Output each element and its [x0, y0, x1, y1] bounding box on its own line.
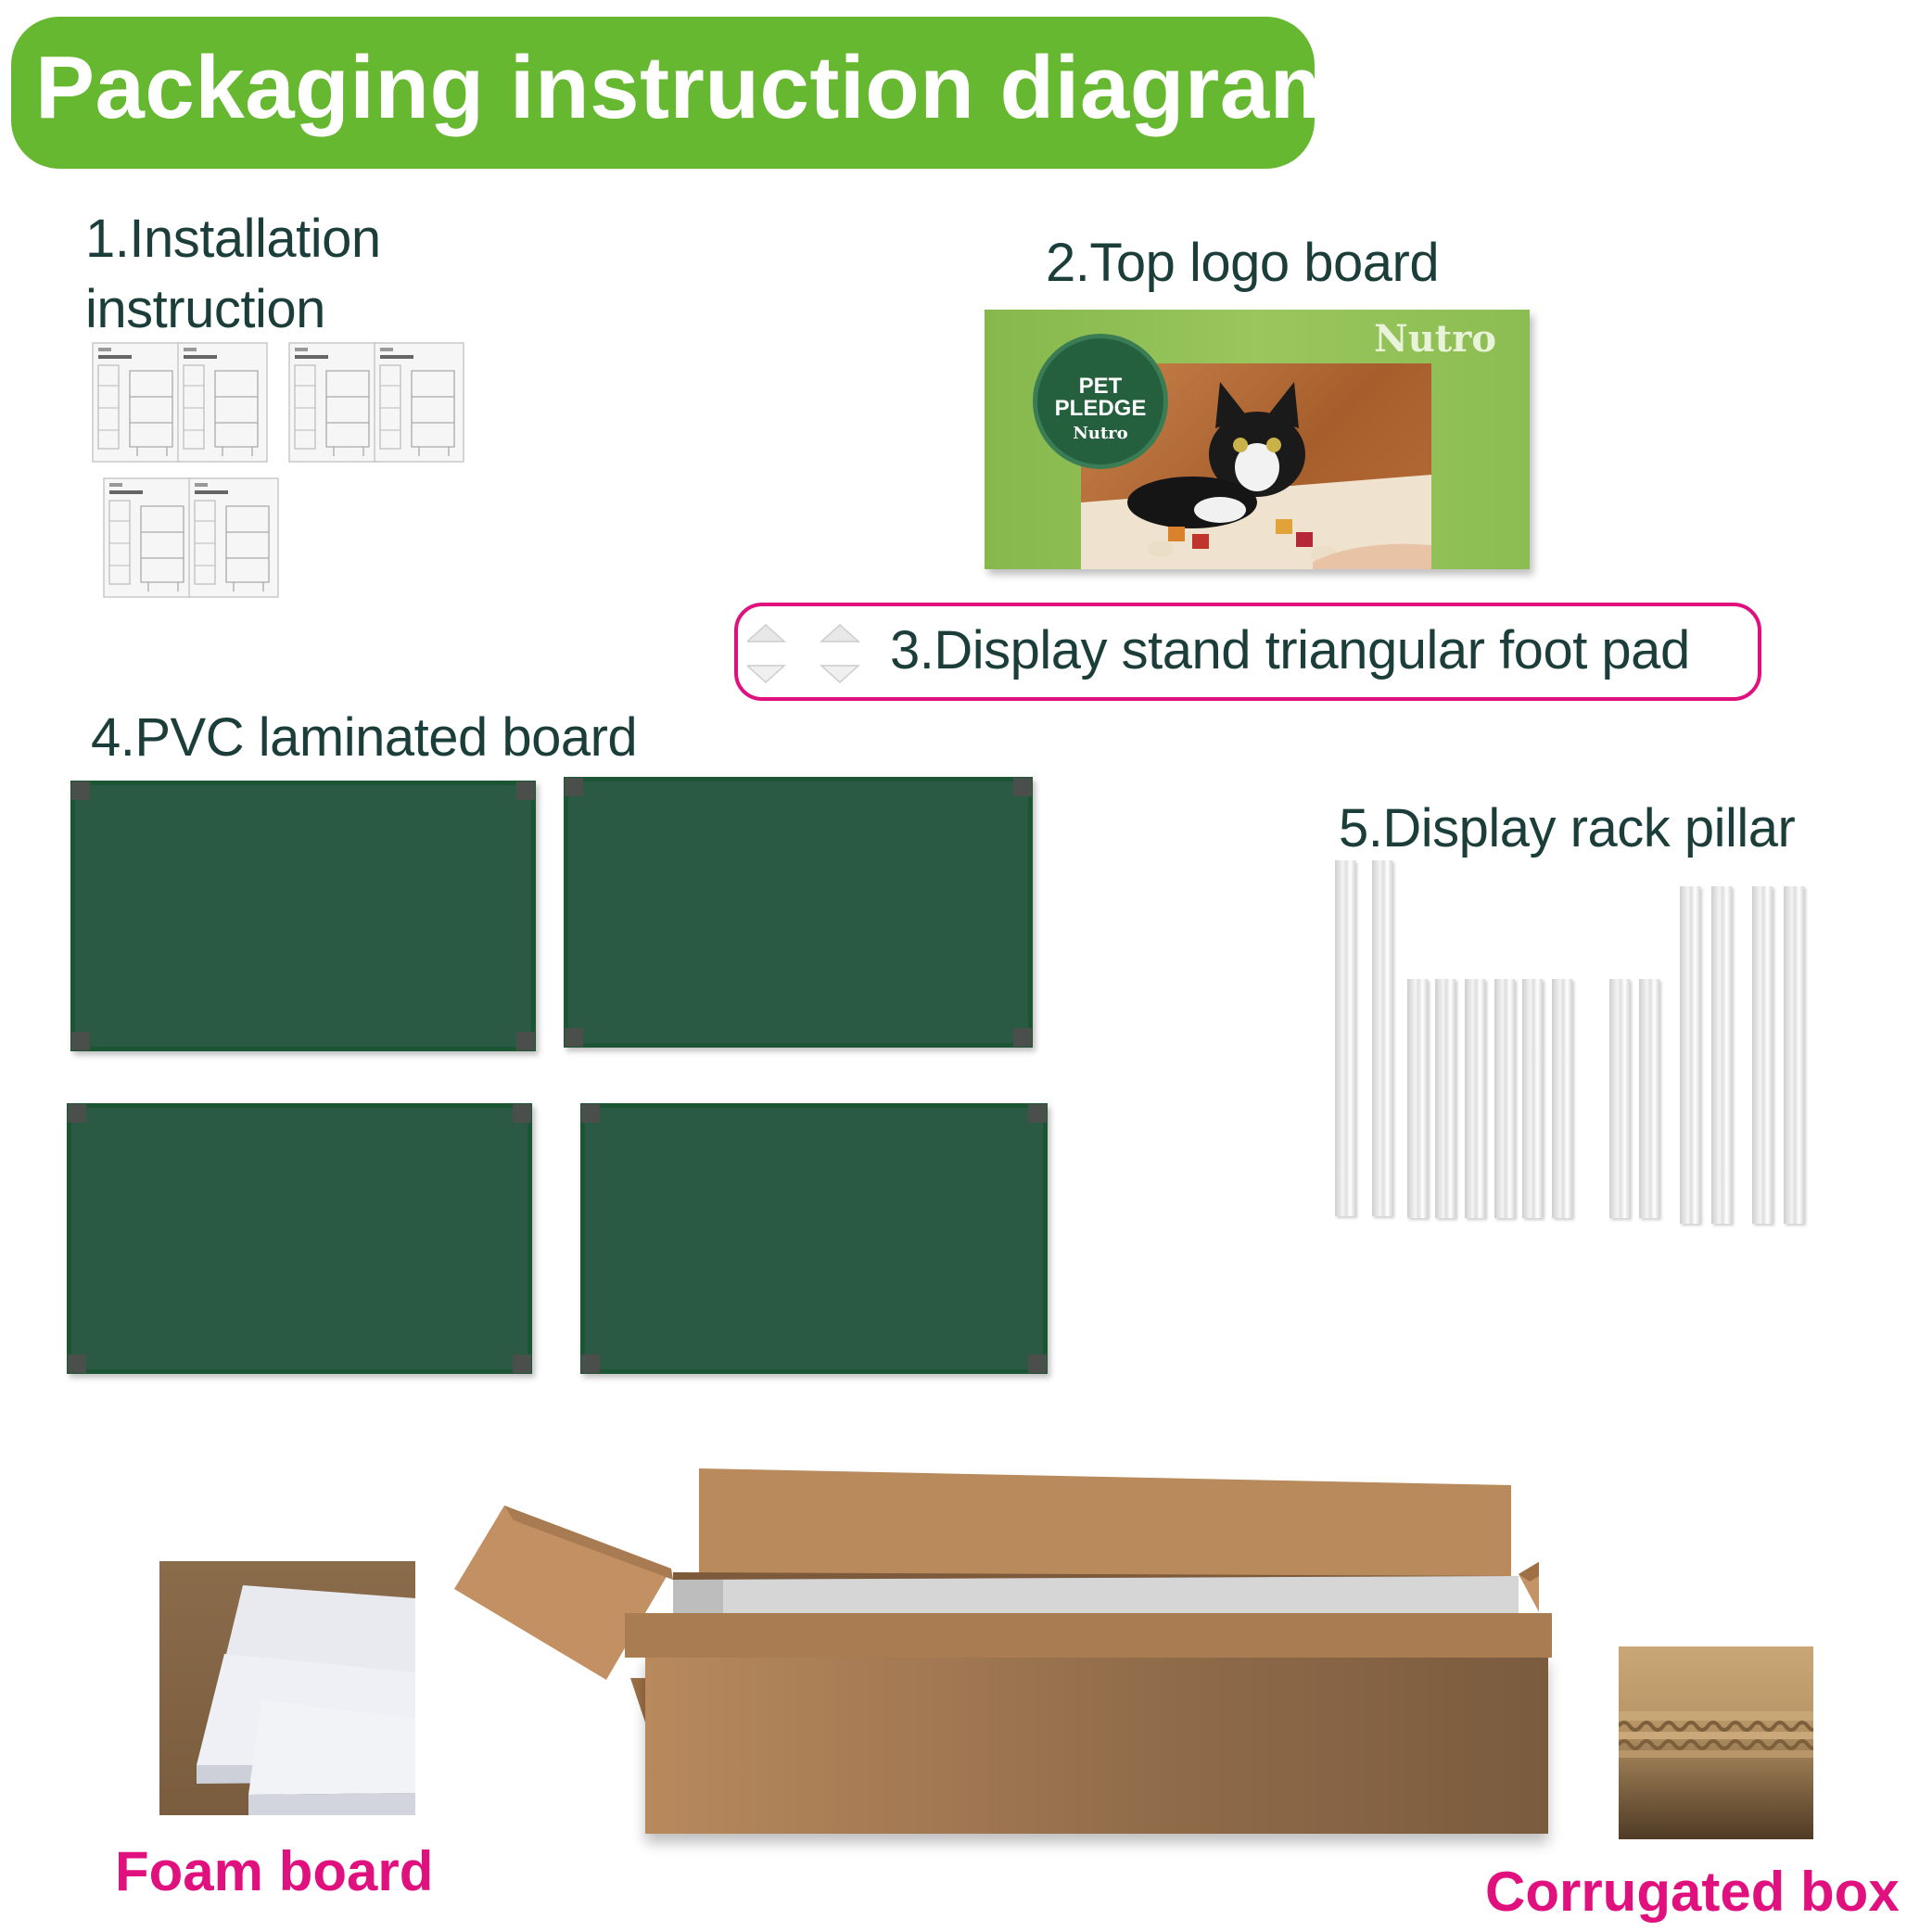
- rack-pillar-label: 5.Display rack pillar: [1339, 798, 1796, 858]
- foot-pad-label: 3.Display stand triangular foot pad: [890, 620, 1690, 680]
- pillar-long-5: [1752, 886, 1773, 1224]
- pillar-short-2: [1435, 979, 1455, 1218]
- corrugated-graphic: [1619, 1711, 1813, 1758]
- installation-label-line2: instruction: [85, 279, 325, 339]
- pillar-long-2: [1372, 860, 1392, 1216]
- pet-pledge-badge: PET PLEDGE Nutro: [1033, 334, 1168, 469]
- pillar-short-1: [1407, 979, 1428, 1218]
- triangle-pad-icon: [747, 623, 860, 684]
- foam-board-graphic: [197, 1585, 415, 1815]
- foam-board-photo: [159, 1561, 415, 1815]
- logo-board-label: 2.Top logo board: [1046, 233, 1440, 293]
- title-banner: Packaging instruction diagram: [11, 17, 1349, 169]
- pvc-board-label: 4.PVC laminated board: [91, 707, 638, 768]
- page-title: Packaging instruction diagram: [35, 38, 1350, 137]
- instruction-sheets-graphic: [92, 342, 464, 598]
- foot-pad-box: 3.Display stand triangular foot pad: [734, 603, 1761, 701]
- installation-label-line1: 1.Installation: [85, 209, 381, 269]
- pillar-short-4: [1494, 979, 1515, 1218]
- foam-board-label: Foam board: [115, 1840, 434, 1902]
- corrugated-box-label: Corrugated box: [1485, 1861, 1900, 1923]
- pvc-board-2: [564, 777, 1033, 1048]
- pillar-short-3: [1465, 979, 1485, 1218]
- pillar-long-3: [1680, 886, 1700, 1224]
- pillar-long-4: [1711, 886, 1732, 1224]
- pillar-short-6: [1552, 979, 1572, 1218]
- pvc-board-4: [580, 1103, 1048, 1374]
- instruction-sheets: [91, 341, 480, 601]
- badge-brand: Nutro: [1073, 424, 1128, 443]
- top-logo-board: Nutro PET PLEDGE Nutro: [985, 310, 1530, 569]
- cat-photo: [1081, 363, 1431, 569]
- cat-photo-graphic: [1081, 382, 1431, 569]
- pvc-board-1: [70, 781, 536, 1051]
- pillar-short-7: [1609, 979, 1630, 1218]
- pvc-board-3: [67, 1103, 532, 1374]
- corrugated-photo: [1619, 1646, 1813, 1839]
- cardboard-box-front: [645, 1654, 1548, 1834]
- pillar-short-5: [1522, 979, 1543, 1218]
- pillar-long-6: [1784, 886, 1804, 1224]
- pillar-short-8: [1639, 979, 1659, 1218]
- cardboard-box-front-flap: [625, 1613, 1552, 1658]
- nutro-logo: Nutro: [1374, 317, 1496, 361]
- pillar-long-1: [1335, 860, 1355, 1216]
- badge-title: PET PLEDGE: [1054, 374, 1147, 421]
